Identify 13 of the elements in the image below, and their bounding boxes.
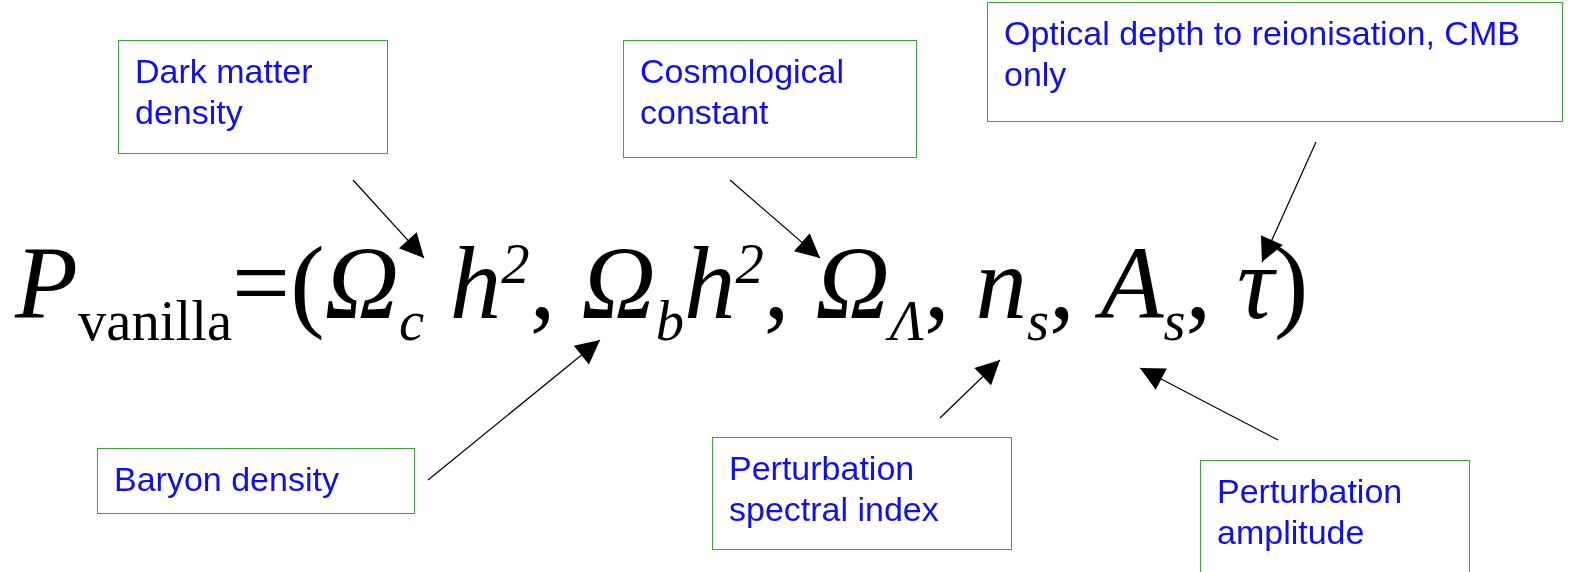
callout-box: Perturbation spectral index <box>712 437 1012 550</box>
callout-box: Baryon density <box>97 448 415 514</box>
leader-line <box>427 339 601 481</box>
leader-line <box>939 359 1001 419</box>
callout-box: Perturbation amplitude <box>1200 460 1470 572</box>
leader-line <box>729 179 821 259</box>
callout-box: Optical depth to reionisation, CMB only <box>987 2 1563 122</box>
leader-line <box>1260 141 1317 263</box>
callout-box: Cosmological constant <box>623 40 917 158</box>
callout-box: Dark matter density <box>118 40 388 154</box>
leader-line <box>1139 367 1279 441</box>
leader-line <box>352 179 425 259</box>
equation: P$_{vanilla}$=(Ω$_{c}$ h$^{2}$, Ω$_{b}$h$^{2}$, Ω$_{Λ}$, n$_{s}$, A$_{s}$, τ) <box>15 232 1309 350</box>
